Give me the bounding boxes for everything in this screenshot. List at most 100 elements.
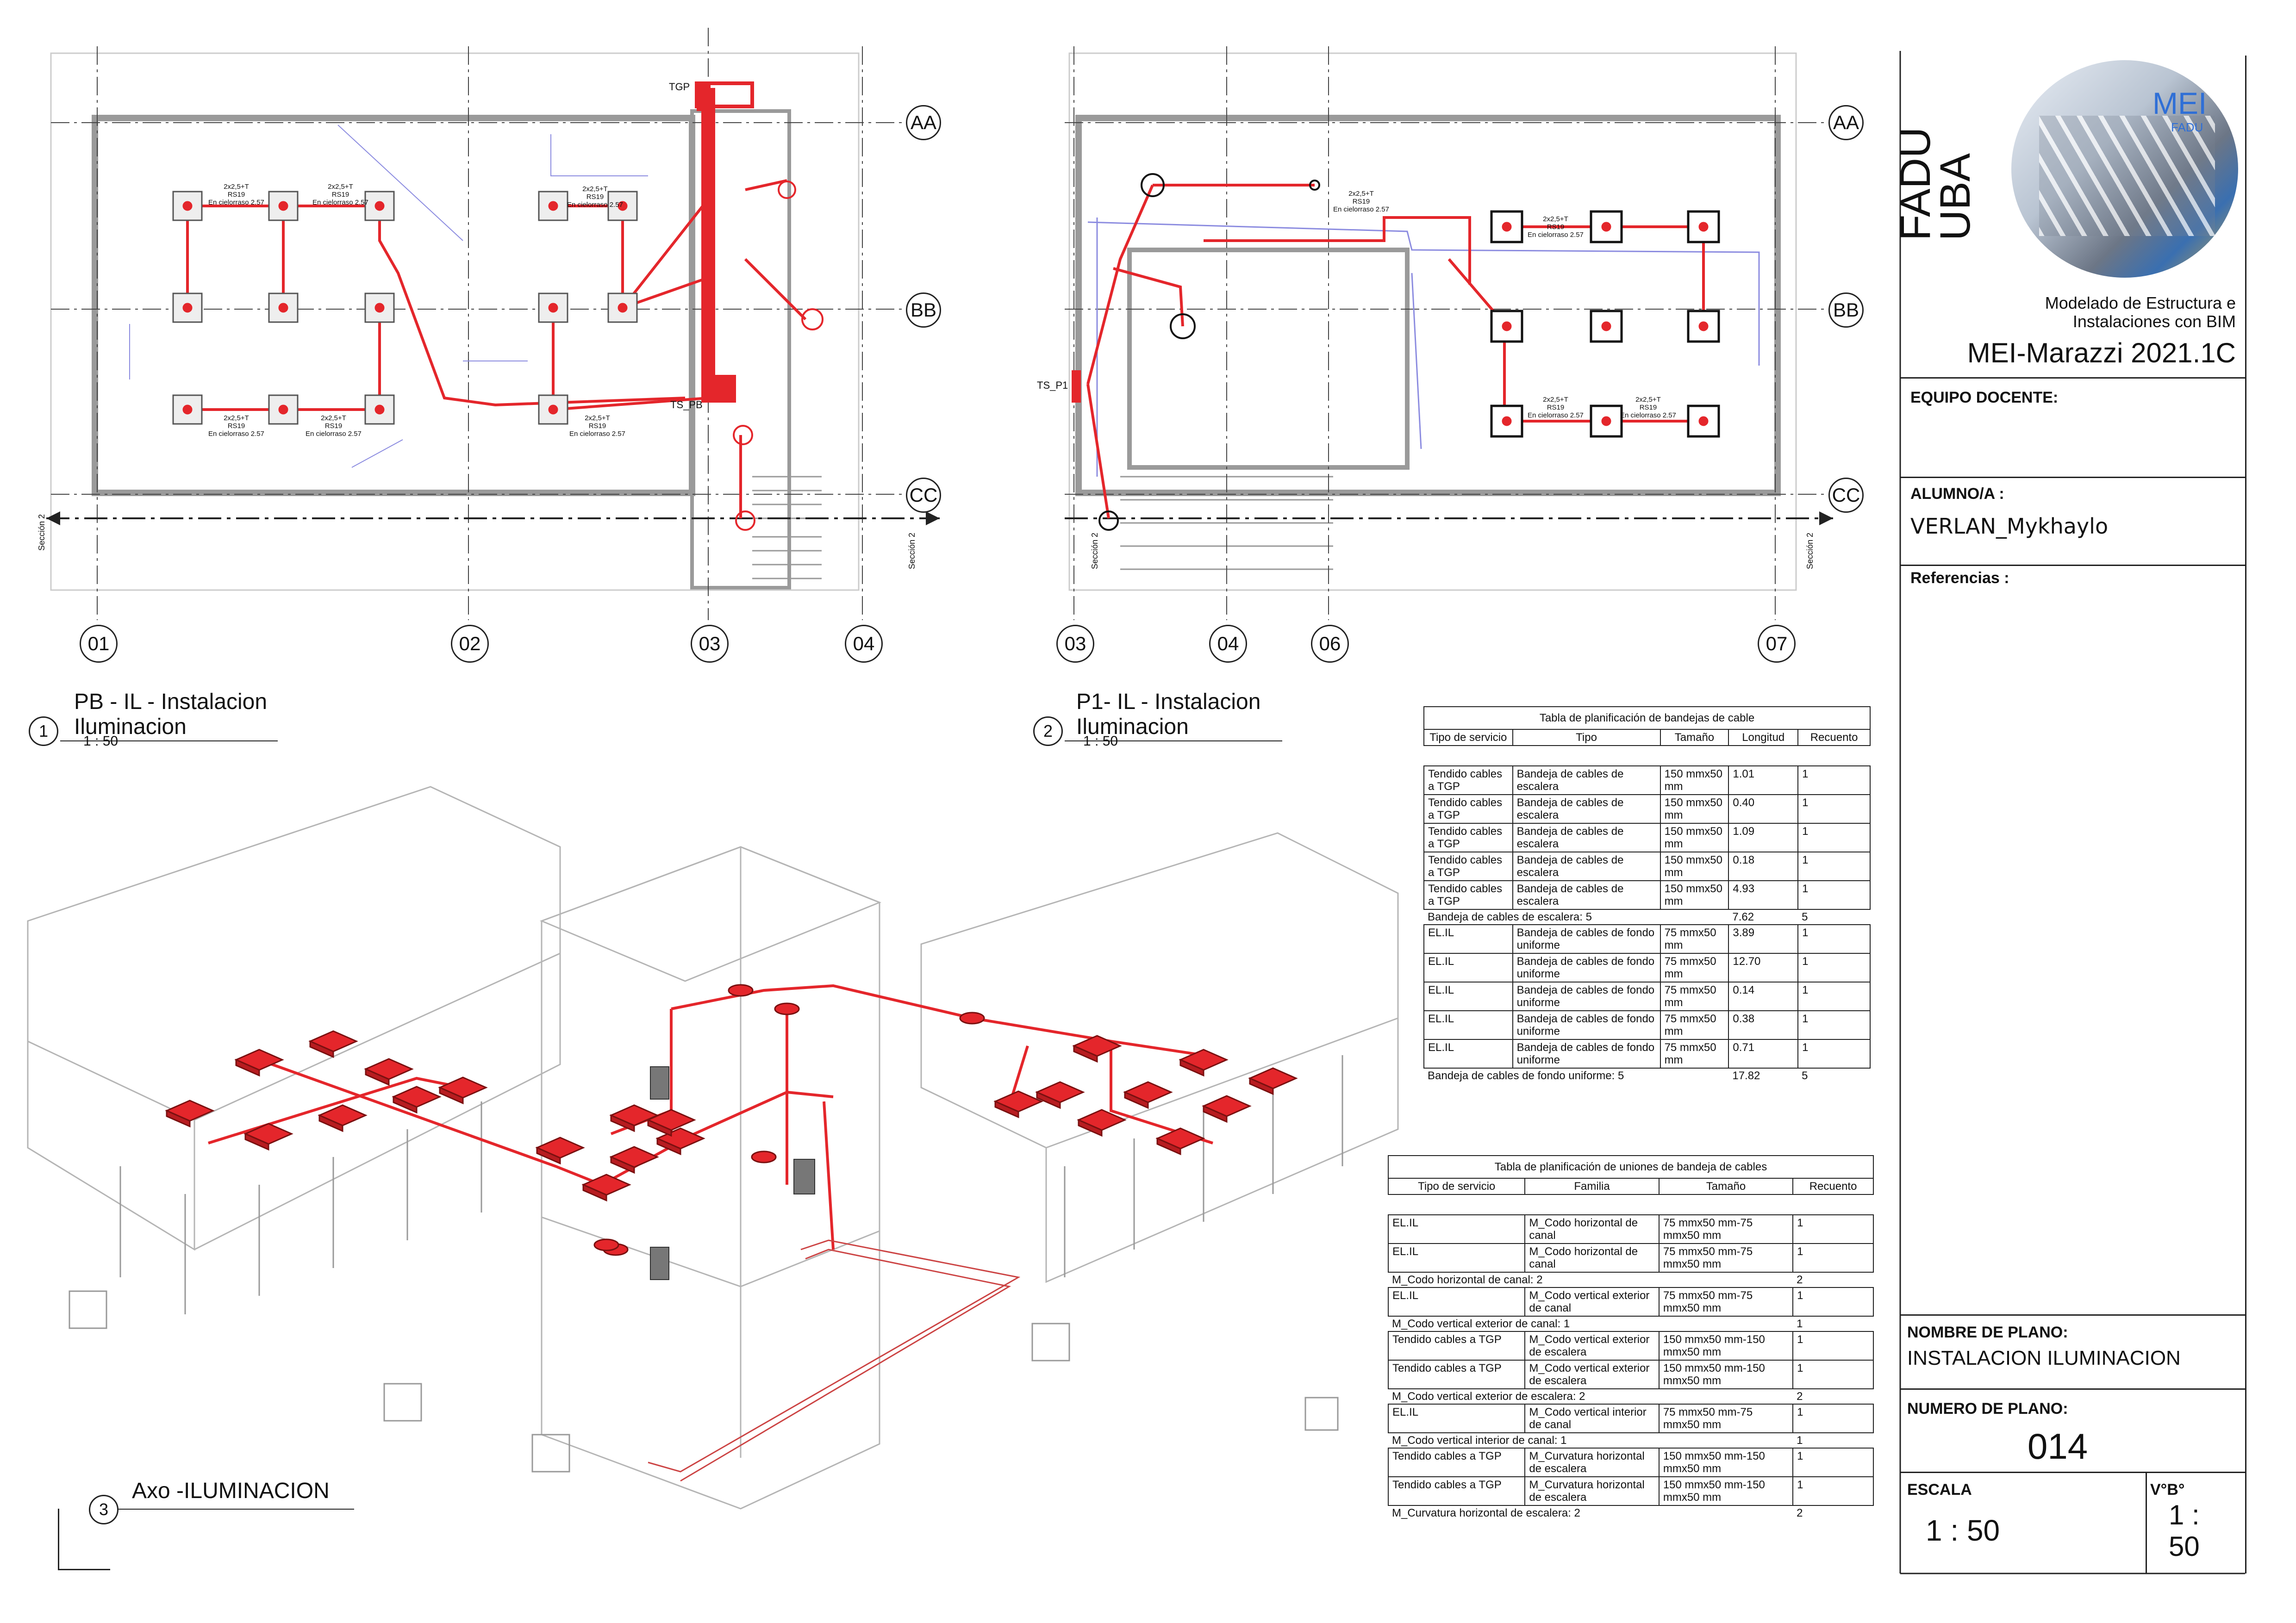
- circuit-location: En cielorraso 2.57: [208, 430, 264, 438]
- cell: Tendido cables a TGP: [1423, 765, 1513, 795]
- cell: 1.01: [1728, 765, 1799, 795]
- cell: EL.IL: [1423, 1010, 1513, 1040]
- axo-luminaire-side: [610, 1156, 635, 1174]
- axonometric-view: [27, 786, 1399, 1510]
- cell: M_Curvatura horizontal de escalera: [1524, 1448, 1660, 1477]
- grid-label: 02: [459, 633, 481, 654]
- cell: Tendido cables a TGP: [1423, 852, 1513, 881]
- cell: Bandeja de cables de escalera: [1512, 852, 1661, 881]
- spacer: [1388, 1194, 1873, 1215]
- numero-plano-label: NUMERO DE PLANO:: [1907, 1400, 2068, 1418]
- cell: 1: [1792, 1243, 1874, 1273]
- axo-luminaire-side: [235, 1058, 260, 1077]
- ts-p1-label: TS_P1: [1037, 379, 1068, 391]
- vb-value: 1 : 50: [2169, 1499, 2200, 1562]
- circuit-location: En cielorraso 2.57: [1333, 205, 1389, 213]
- cell: 1: [1792, 1331, 1874, 1361]
- axo-luminaire-side: [536, 1146, 561, 1165]
- grid-bubble: 03: [691, 625, 729, 663]
- axo-luminaire-side: [1073, 1045, 1098, 1063]
- cell: Tendido cables a TGP: [1423, 880, 1513, 910]
- spacer: [1424, 745, 1870, 766]
- cell: 150 mmx50 mm: [1660, 880, 1729, 910]
- luminaire-symbol: [1490, 210, 1523, 243]
- axo-round-luminaire: [728, 984, 754, 997]
- col-header: Recuento: [1792, 1178, 1874, 1195]
- nombre-plano-value: INSTALACION ILUMINACION: [1907, 1347, 2181, 1369]
- cell: 1: [1797, 794, 1871, 824]
- cell: 1: [1792, 1360, 1874, 1389]
- grid-bubble: 03: [1056, 625, 1094, 663]
- view-scale: 1 : 50: [1083, 734, 1118, 749]
- view-title-underline: [1065, 740, 1282, 741]
- luminaire-center: [618, 303, 628, 313]
- axo-luminaire-side: [1124, 1091, 1149, 1109]
- grid-bubble: CC: [906, 478, 941, 513]
- grid-bubble: 02: [451, 625, 489, 663]
- cell: Bandeja de cables de fondo uniforme: [1512, 1039, 1661, 1069]
- course-code: MEI-Marazzi 2021.1C: [1967, 337, 2236, 368]
- cell: 1: [1792, 1448, 1874, 1477]
- axo-luminaire-side: [1203, 1105, 1228, 1123]
- cell: M_Codo horizontal de canal: [1524, 1214, 1660, 1244]
- cell: 1: [1797, 880, 1871, 910]
- grid-bubble: AA: [906, 105, 941, 140]
- luminaire-center: [278, 303, 288, 313]
- circuit-location: En cielorraso 2.57: [208, 199, 264, 206]
- grid-bubble: 06: [1311, 625, 1349, 663]
- axo-luminaire-side: [1078, 1119, 1103, 1137]
- circuit-location: En cielorraso 2.57: [1528, 411, 1584, 419]
- view-title-line: PB - IL - Instalacion: [74, 690, 268, 714]
- luminaire-center: [1502, 222, 1512, 232]
- luminaire-center: [1698, 321, 1709, 331]
- circuit-annotation: 2x2,5+T RS19 En cielorraso 2.57: [312, 183, 368, 206]
- section-mark: Sección 2: [1090, 532, 1099, 569]
- ts-pb-label: TS_PB: [670, 399, 703, 410]
- grid-bubble: AA: [1828, 105, 1864, 140]
- luminaire-center: [1601, 416, 1611, 426]
- circuit-conduit: RS19: [1352, 198, 1370, 205]
- course-name-line: Instalaciones con BIM: [2072, 312, 2236, 331]
- summary-count: 1: [1797, 1318, 1803, 1330]
- cell: M_Codo vertical interior de canal: [1524, 1404, 1660, 1433]
- cell: EL.IL: [1423, 953, 1513, 983]
- luminaire-center: [548, 201, 558, 211]
- luminaire-center: [1502, 416, 1512, 426]
- divider: [1900, 377, 2245, 379]
- cell: 0.38: [1728, 1010, 1799, 1040]
- cell: 150 mmx50 mm: [1660, 852, 1729, 881]
- cell: Tendido cables a TGP: [1423, 823, 1513, 852]
- axo-luminaire-side: [1249, 1077, 1274, 1095]
- vb-label: V°B°: [2150, 1481, 2185, 1499]
- circuit-cable: 2x2,5+T: [585, 414, 610, 422]
- circuit-cable: 2x2,5+T: [1543, 215, 1568, 223]
- referencias-label: Referencias :: [1910, 569, 2009, 587]
- axo-luminaire-side: [318, 1114, 343, 1132]
- col-header: Tipo de servicio: [1423, 729, 1513, 746]
- summary-label: Bandeja de cables de escalera: 5: [1428, 911, 1592, 923]
- grid-label: AA: [1833, 112, 1859, 133]
- equipo-docente-label: EQUIPO DOCENTE:: [1910, 389, 2059, 406]
- luminaire-center: [548, 303, 558, 313]
- cell: EL.IL: [1387, 1243, 1526, 1273]
- cell: 75 mmx50 mm-75 mmx50 mm: [1658, 1243, 1794, 1273]
- summary-label: M_Codo horizontal de canal: 2: [1392, 1274, 1543, 1286]
- luminaire-center: [374, 201, 385, 211]
- view-title-underline: [60, 740, 278, 741]
- cable-tray-schedule: Tabla de planificación de bandejas de ca…: [1423, 706, 1871, 1083]
- course-name-line: Modelado de Estructura e: [2045, 293, 2236, 312]
- luminaire-center: [1601, 321, 1611, 331]
- logo-subtext: FADU: [2171, 120, 2203, 134]
- grid-bubble: CC: [1828, 478, 1864, 513]
- grid-label: 01: [87, 633, 110, 654]
- cell: 1: [1792, 1404, 1874, 1433]
- circuit-conduit: RS19: [331, 191, 349, 199]
